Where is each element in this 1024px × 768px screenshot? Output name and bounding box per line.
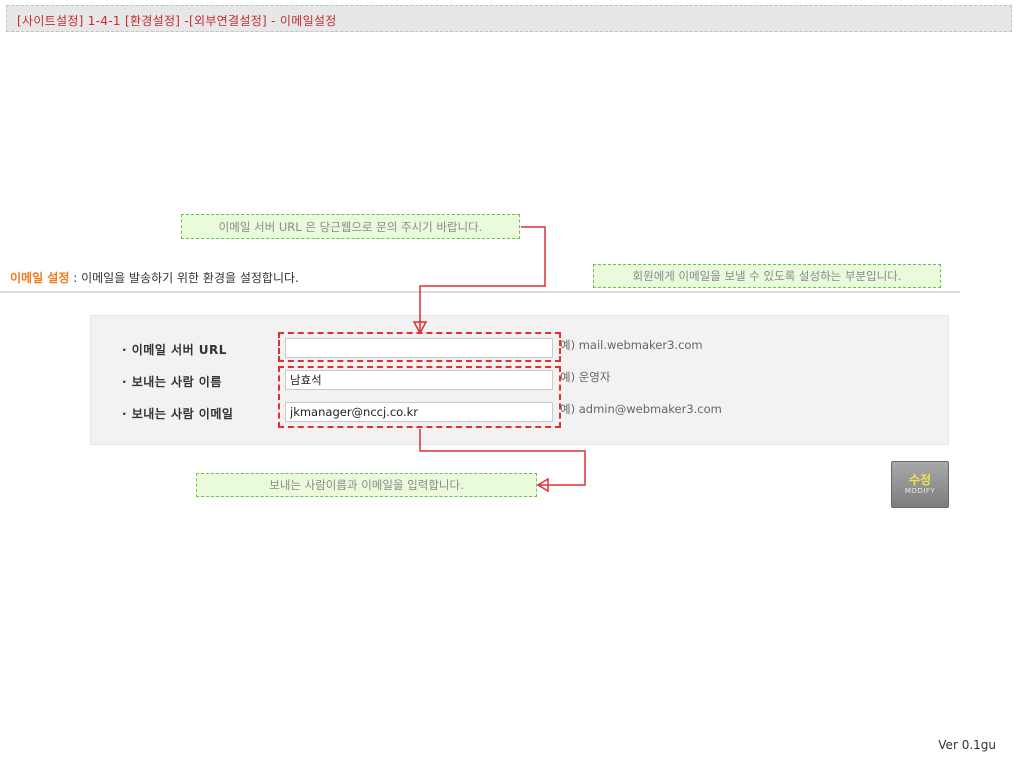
sender-fields-highlight — [278, 366, 561, 428]
version-label: Ver 0.1gu — [938, 738, 996, 752]
sender-name-label: · 보내는 사람 이름 — [122, 375, 222, 389]
sender-email-input[interactable] — [285, 402, 553, 422]
server-url-label: · 이메일 서버 URL — [122, 343, 227, 357]
sender-callout: 보내는 사람이름과 이메일을 입력합니다. — [196, 473, 537, 497]
server-url-callout-text: 이메일 서버 URL 은 당근웹으로 문의 주시기 바랍니다. — [218, 219, 483, 234]
sender-name-example: 예) 운영자 — [560, 370, 611, 384]
section-separator: : — [69, 271, 82, 285]
modify-button[interactable]: 수정 MODIFY — [891, 461, 949, 508]
sender-name-input[interactable] — [285, 370, 553, 390]
server-url-input[interactable] — [285, 338, 553, 358]
section-callout-text: 회원에게 이메일을 보낼 수 있도록 설성하는 부분입니다. — [632, 269, 902, 283]
sender-arrow-head — [536, 477, 549, 493]
page-header-bar: [사이트설정] 1-4-1 [환경설정] -[외부연결설정] - 이메일설정 — [6, 5, 1012, 32]
sender-email-label: · 보내는 사람 이메일 — [122, 407, 234, 421]
sender-callout-text: 보내는 사람이름과 이메일을 입력합니다. — [269, 478, 464, 492]
section-title: 이메일 설정 — [10, 271, 70, 285]
section-description: 이메일을 발송하기 위한 환경을 설정합니다. — [81, 271, 299, 285]
page-title: [사이트설정] 1-4-1 [환경설정] -[외부연결설정] - 이메일설정 — [17, 14, 337, 28]
sender-email-example: 예) admin@webmaker3.com — [560, 402, 722, 416]
server-url-highlight — [278, 332, 561, 362]
server-url-example: 예) mail.webmaker3.com — [560, 338, 703, 352]
modify-button-sublabel: MODIFY — [904, 487, 936, 495]
server-url-callout: 이메일 서버 URL 은 당근웹으로 문의 주시기 바랍니다. — [181, 214, 520, 239]
modify-button-label: 수정 — [908, 473, 932, 487]
section-label: 이메일 설정 : 이메일을 발송하기 위한 환경을 설정합니다. — [10, 269, 299, 286]
section-callout: 회원에게 이메일을 보낼 수 있도록 설성하는 부분입니다. — [593, 264, 941, 288]
